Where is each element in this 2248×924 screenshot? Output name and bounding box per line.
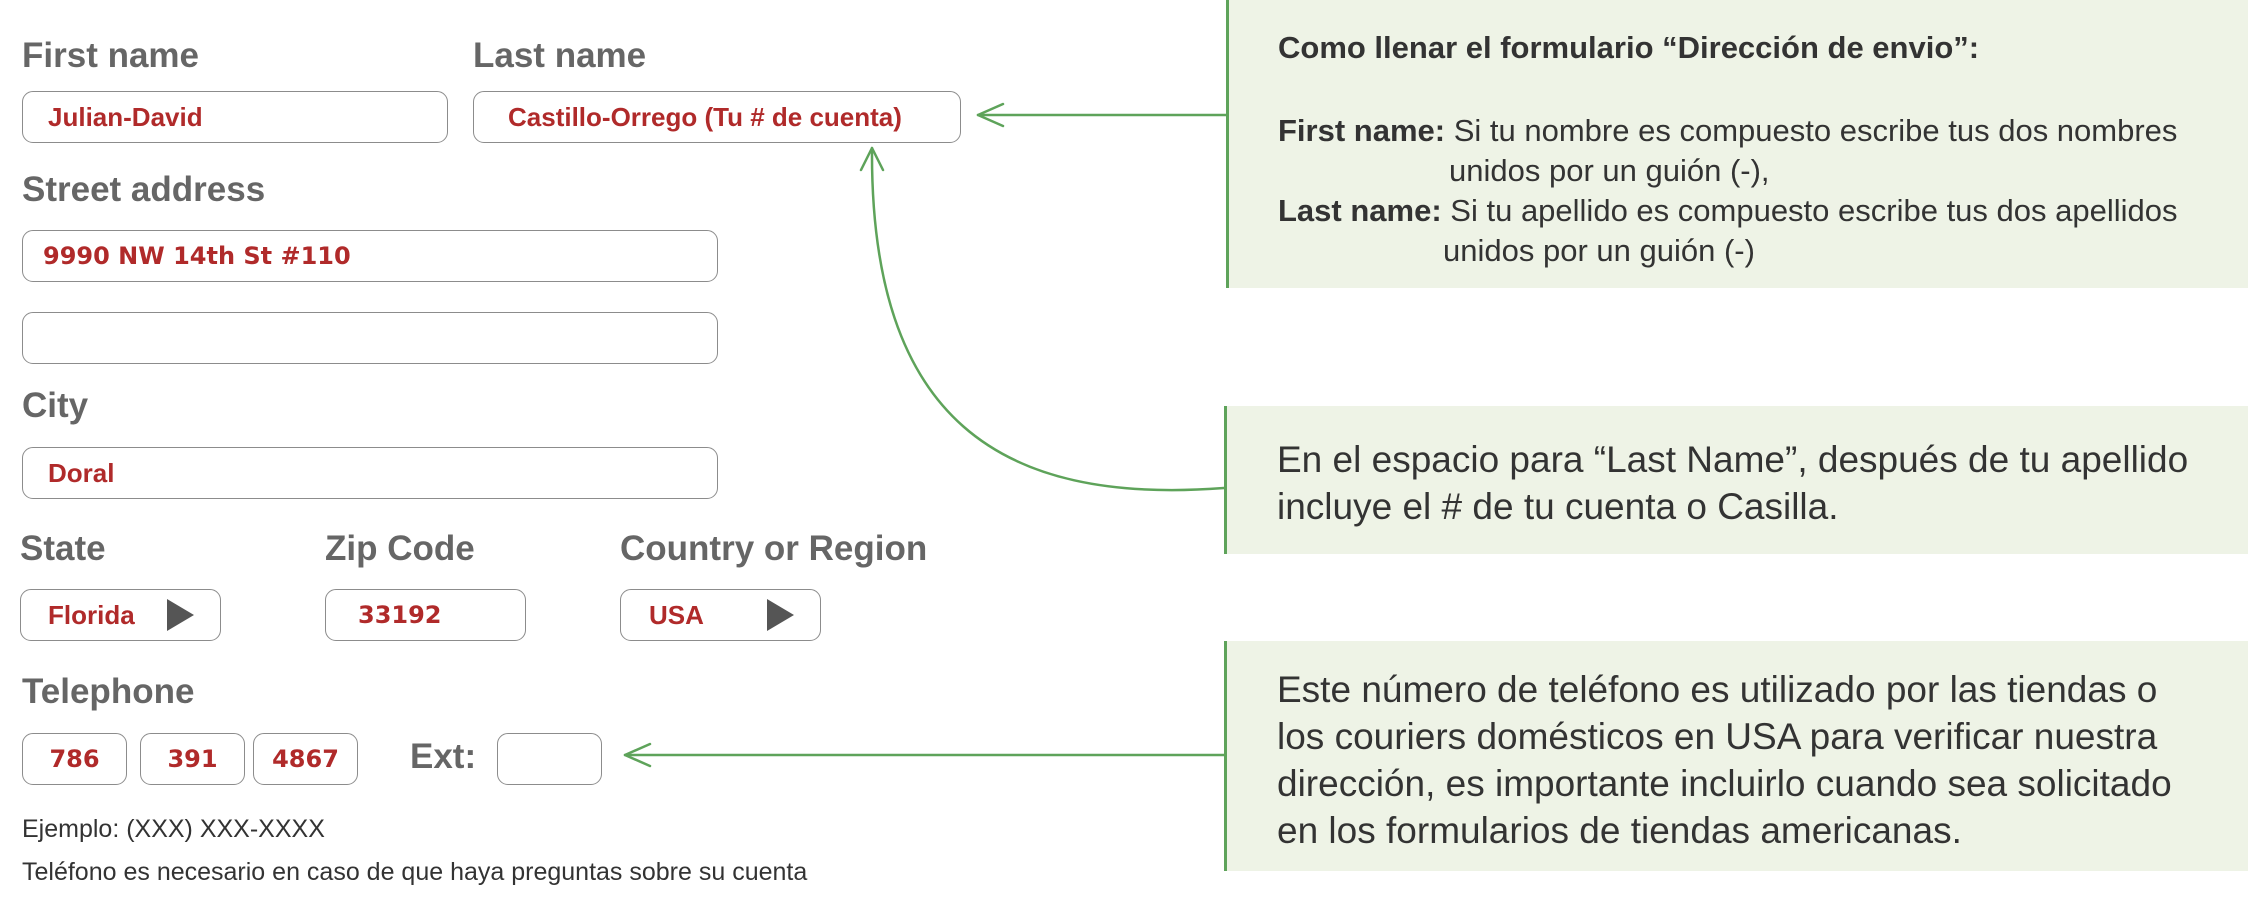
first-name-value: Julian-David xyxy=(48,101,203,132)
triangle-right-icon xyxy=(167,599,194,631)
phone-hint-line2: los couriers domésticos en USA para veri… xyxy=(1277,716,2158,757)
instructions-first-line2: unidos por un guión (-), xyxy=(1449,153,1770,188)
phone-prefix-field[interactable]: 391 xyxy=(140,733,245,785)
instructions-first-label: First name: xyxy=(1278,113,1446,148)
phone-hint-line4: en los formularios de tiendas americanas… xyxy=(1277,810,1962,851)
zip-code-field[interactable]: 33192 xyxy=(325,589,526,641)
instructions-callout: Como llenar el formulario “Dirección de … xyxy=(1226,0,2248,288)
state-value: Florida xyxy=(48,599,135,630)
phone-example-text: Ejemplo: (XXX) XXX-XXXX xyxy=(22,815,325,843)
phone-line-field[interactable]: 4867 xyxy=(253,733,358,785)
country-value: USA xyxy=(649,599,704,630)
last-name-label: Last name xyxy=(473,36,647,75)
telephone-label: Telephone xyxy=(22,672,195,711)
street-address-value: 9990 NW 14th St #110 xyxy=(43,242,351,270)
zip-code-value: 33192 xyxy=(358,601,442,629)
instructions-arrowhead xyxy=(976,102,1005,128)
ext-label: Ext: xyxy=(410,737,477,776)
instructions-last-line2: unidos por un guión (-) xyxy=(1443,233,1755,268)
state-select[interactable]: Florida xyxy=(20,589,221,641)
country-select[interactable]: USA xyxy=(620,589,821,641)
country-label: Country or Region xyxy=(620,529,928,568)
first-name-label: First name xyxy=(22,36,199,75)
phone-ext-field[interactable] xyxy=(497,733,602,785)
phone-area-code-value: 786 xyxy=(49,745,100,773)
last-name-field[interactable]: Castillo-Orrego (Tu # de cuenta) xyxy=(473,91,961,143)
state-label: State xyxy=(20,529,106,568)
zip-code-label: Zip Code xyxy=(325,529,475,568)
last-name-value: Castillo-Orrego (Tu # de cuenta) xyxy=(508,101,902,132)
phone-hint-arrowhead xyxy=(623,742,652,768)
street-address-label: Street address xyxy=(22,170,266,209)
street-address-line2-field[interactable] xyxy=(22,312,718,364)
last-name-hint-line1: En el espacio para “Last Name”, después … xyxy=(1277,439,2189,480)
instructions-last-line1: Si tu apellido es compuesto escribe tus … xyxy=(1450,193,2178,228)
city-field[interactable]: Doral xyxy=(22,447,718,499)
phone-hint-line3: dirección, es importante incluirlo cuand… xyxy=(1277,763,2172,804)
phone-hint-line1: Este número de teléfono es utilizado por… xyxy=(1277,669,2158,710)
phone-required-note: Teléfono es necesario en caso de que hay… xyxy=(22,858,808,886)
last-name-hint-callout: En el espacio para “Last Name”, después … xyxy=(1224,406,2248,554)
instructions-last-label: Last name: xyxy=(1278,193,1442,228)
instructions-first-line1: Si tu nombre es compuesto escribe tus do… xyxy=(1453,113,2178,148)
city-value: Doral xyxy=(48,457,115,488)
first-name-field[interactable]: Julian-David xyxy=(22,91,448,143)
phone-prefix-value: 391 xyxy=(167,745,218,773)
phone-hint-callout: Este número de teléfono es utilizado por… xyxy=(1224,641,2248,871)
last-name-hint-arrow-curve xyxy=(870,146,1226,492)
phone-line-value: 4867 xyxy=(272,745,339,773)
last-name-hint-line2: incluye el # de tu cuenta o Casilla. xyxy=(1277,486,1839,527)
last-name-hint-arrowhead xyxy=(859,146,885,172)
street-address-field[interactable]: 9990 NW 14th St #110 xyxy=(22,230,718,282)
triangle-right-icon xyxy=(767,599,794,631)
instructions-title: Como llenar el formulario “Dirección de … xyxy=(1278,30,1980,65)
phone-area-code-field[interactable]: 786 xyxy=(22,733,127,785)
city-label: City xyxy=(22,386,89,425)
